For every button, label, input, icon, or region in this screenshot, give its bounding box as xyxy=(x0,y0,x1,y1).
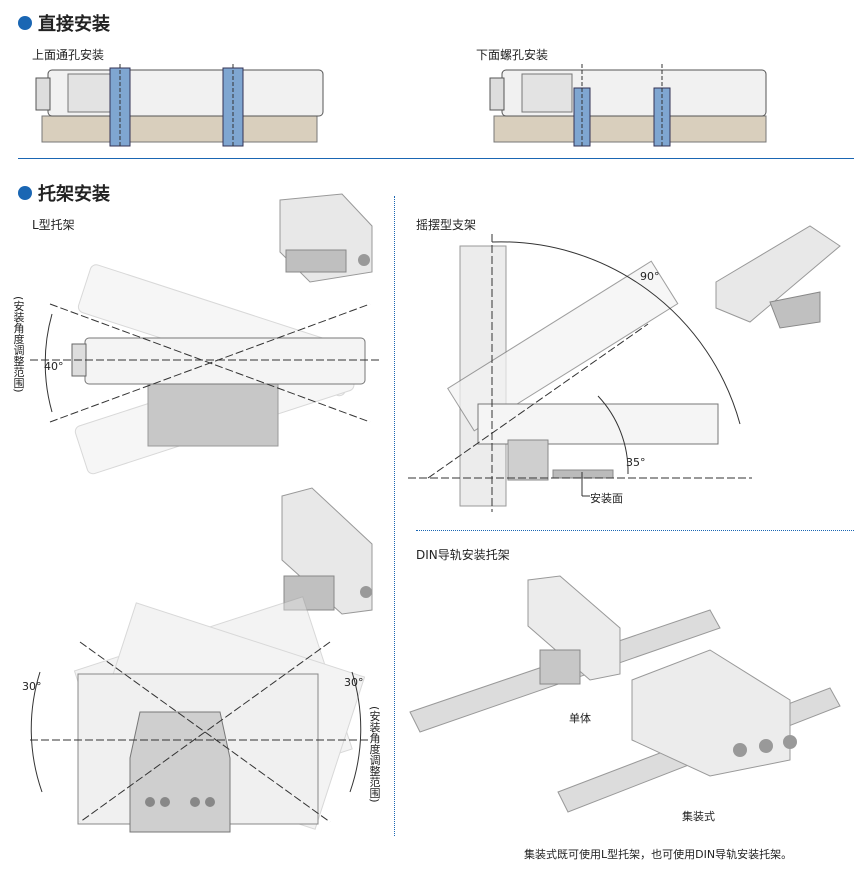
single-label: 单体 xyxy=(569,712,591,725)
angle-range-label-right: (安装角度调整范围) xyxy=(368,706,381,803)
angle-40-label: 40° xyxy=(44,360,64,373)
angle-30-left-label: 30° xyxy=(22,680,42,693)
section-title-text: 托架安装 xyxy=(38,184,110,205)
label-top-through-hole: 上面通孔安装 xyxy=(32,48,105,62)
direct-mount-bottom-illustration xyxy=(489,64,767,147)
angle-35-label: 35° xyxy=(626,456,646,469)
row-divider xyxy=(416,530,854,531)
column-divider xyxy=(394,196,395,836)
angle-range-label-left: (安装角度调整范围) xyxy=(12,296,25,393)
swing-bracket-photo xyxy=(715,225,841,329)
footnote: 集装式既可使用L型托架，也可使用DIN导轨安装托架。 xyxy=(524,848,793,861)
manifold-label: 集装式 xyxy=(682,810,715,823)
bullet-dot xyxy=(18,16,32,30)
l-bracket-rotation-illustration xyxy=(30,264,380,475)
swing-bracket-illustration xyxy=(408,234,752,512)
label-bottom-screw-hole: 下面螺孔安装 xyxy=(476,48,549,62)
label-din-bracket: DIN导轨安装托架 xyxy=(416,548,510,562)
section-divider xyxy=(18,158,854,159)
label-swing-bracket: 摇摆型支架 xyxy=(416,218,477,232)
mounting-surface-label: 安装面 xyxy=(590,492,623,505)
section-title-text: 直接安装 xyxy=(38,14,110,35)
bracket-30-deg-illustration xyxy=(30,596,370,833)
bullet-dot xyxy=(18,186,32,200)
l-bracket-photo-bottom xyxy=(281,487,373,615)
angle-90-label: 90° xyxy=(640,270,660,283)
label-l-bracket: L型托架 xyxy=(32,218,75,232)
l-bracket-photo-top xyxy=(279,193,373,283)
direct-mount-top-illustration xyxy=(35,64,324,147)
section-title-direct: 直接安装 xyxy=(18,10,110,36)
angle-30-right-label: 30° xyxy=(344,676,364,689)
section-title-bracket: 托架安装 xyxy=(18,180,110,206)
din-rail-illustration xyxy=(409,575,841,813)
